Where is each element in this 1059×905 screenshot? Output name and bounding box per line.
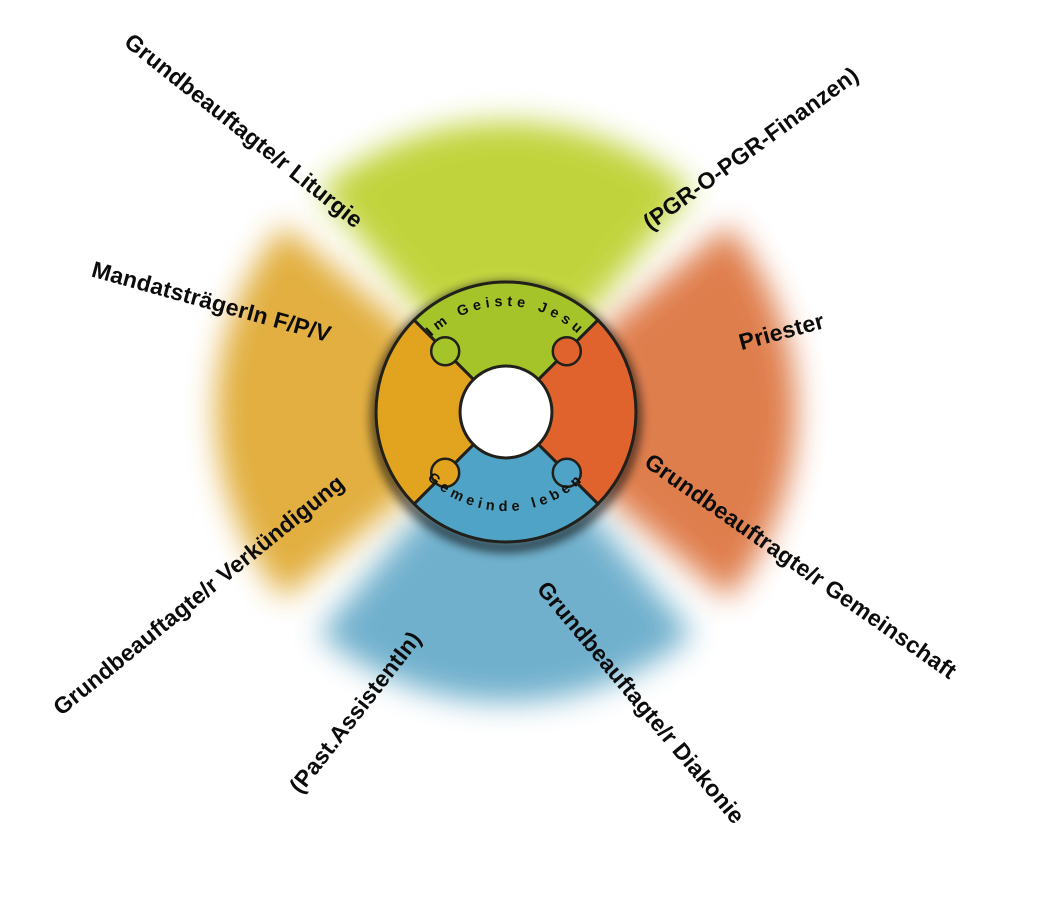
puzzle-knob-green <box>429 335 461 367</box>
outer-sector-liturgie-green <box>319 121 693 328</box>
outer-glow-ring <box>215 121 797 703</box>
puzzle-ring <box>374 280 638 544</box>
outer-sector-verkuendigung-yellow <box>215 225 422 599</box>
puzzle-piece-orange <box>536 317 638 507</box>
puzzle-knob-blue <box>551 457 583 489</box>
puzzle-piece-yellow <box>374 317 476 507</box>
puzzle-knob-orange <box>551 335 583 367</box>
outer-sector-diakonie-blue <box>319 496 693 703</box>
outer-sector-gemeinschaft-orange <box>590 225 797 599</box>
puzzle-piece-green <box>411 280 601 382</box>
puzzle-knob-yellow <box>429 457 461 489</box>
puzzle-piece-blue <box>411 442 601 544</box>
center-hole <box>462 368 550 456</box>
